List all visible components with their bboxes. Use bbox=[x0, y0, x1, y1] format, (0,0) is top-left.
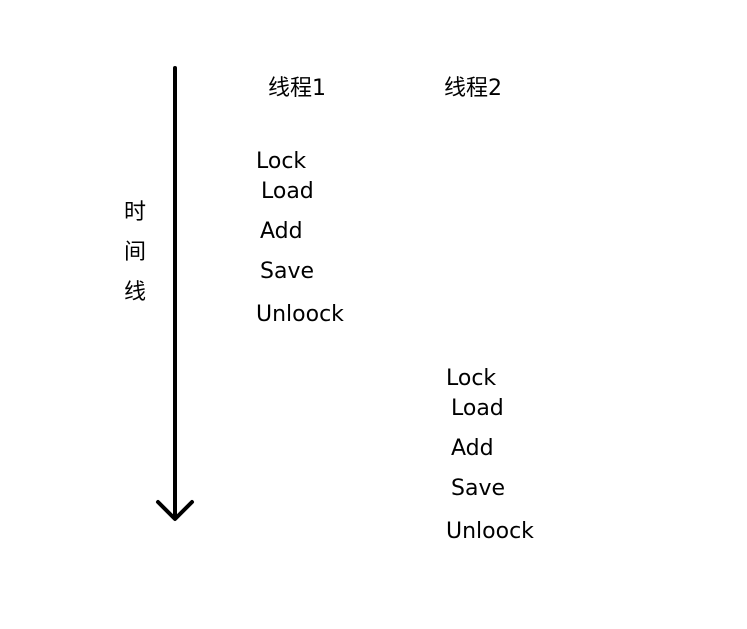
thread2-title: 线程2 bbox=[444, 76, 502, 101]
thread1-step-add: Add bbox=[260, 219, 303, 244]
thread1-step-save: Save bbox=[260, 259, 315, 284]
timeline-label-char: 时 bbox=[124, 200, 147, 225]
thread2-step-lock: Lock bbox=[446, 366, 497, 391]
timeline-label-char: 间 bbox=[124, 240, 147, 265]
timeline-label-char: 线 bbox=[124, 280, 147, 305]
thread2-step-unlock: Unloock bbox=[446, 519, 534, 544]
thread2-step-save: Save bbox=[451, 476, 506, 501]
thread1-step-unlock: Unloock bbox=[256, 302, 344, 327]
thread2-step-add: Add bbox=[451, 436, 494, 461]
thread1-title: 线程1 bbox=[268, 76, 326, 101]
timeline-label: 时 间 线 bbox=[124, 193, 150, 313]
thread1-step-lock: Lock bbox=[256, 149, 307, 174]
timeline-arrowhead bbox=[156, 500, 194, 521]
thread1-step-load: Load bbox=[261, 179, 314, 204]
thread2-step-load: Load bbox=[451, 396, 504, 421]
